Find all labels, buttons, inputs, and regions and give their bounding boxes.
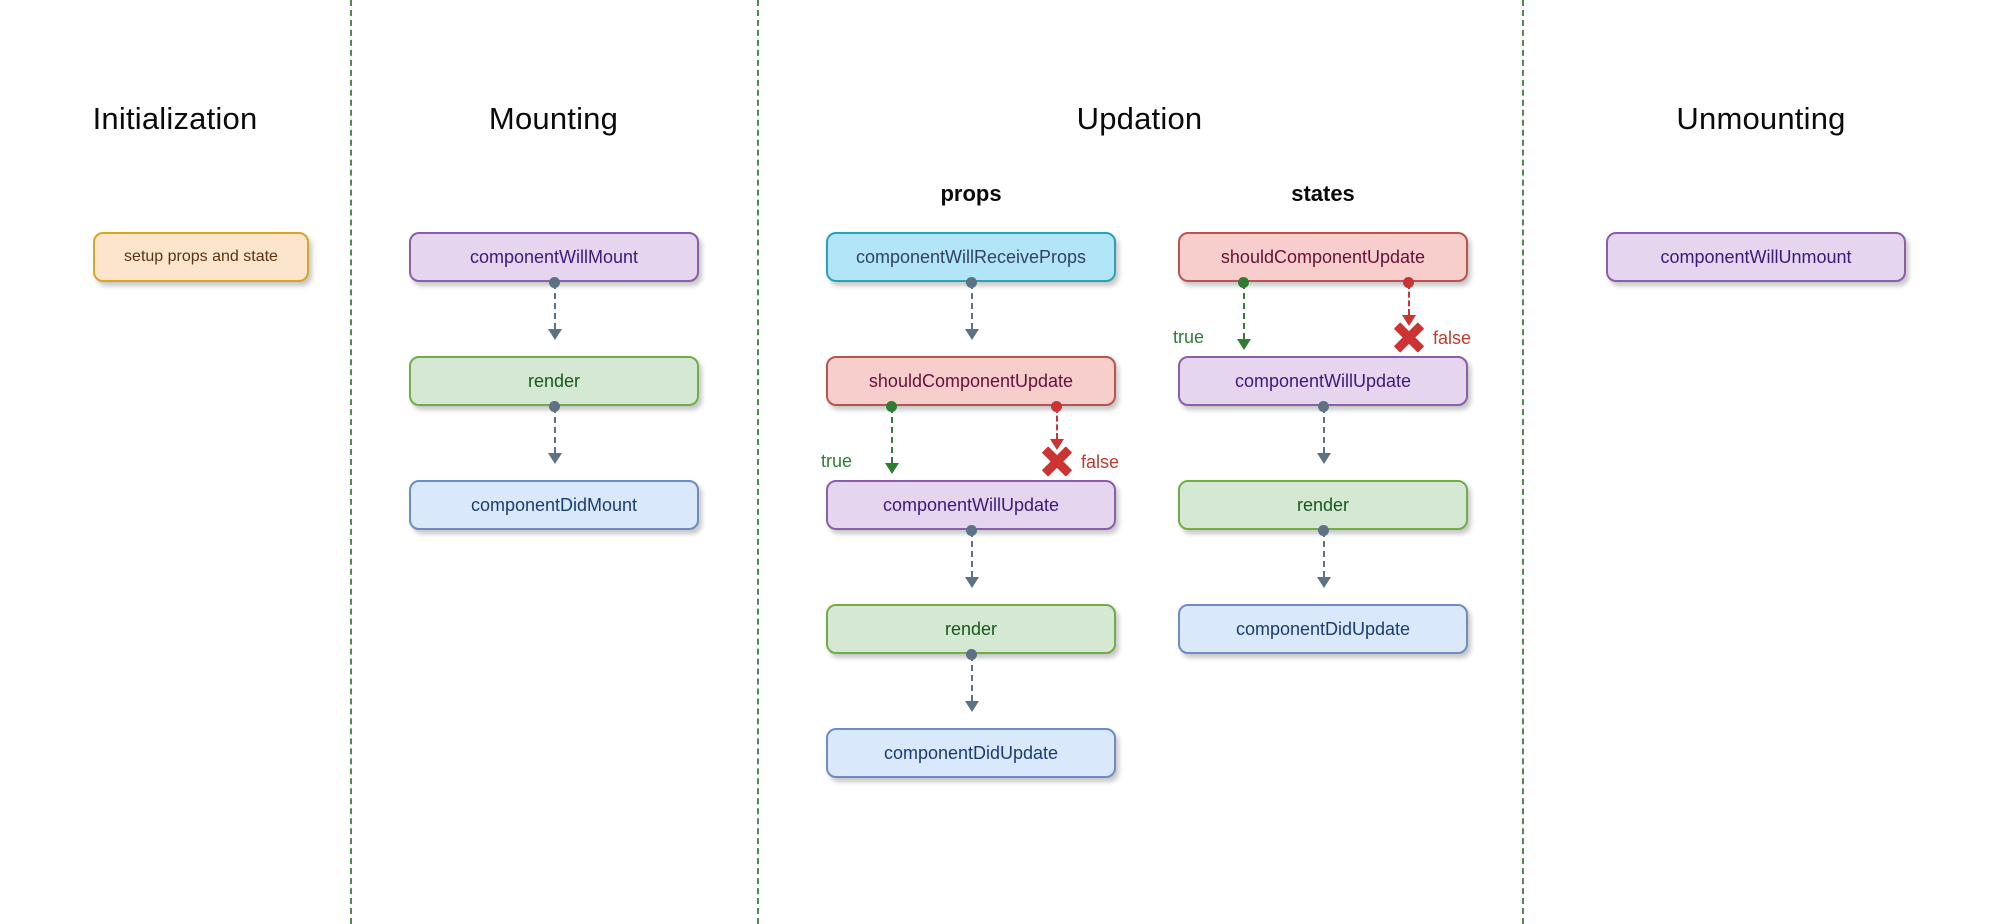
branch-dot-true: [886, 401, 897, 412]
branch-dot-false: [1403, 277, 1414, 288]
section-title-initialization: Initialization: [92, 101, 258, 136]
connector-dot: [549, 277, 560, 288]
connector-dot: [1318, 401, 1329, 412]
divider-initialization-mounting: [350, 0, 352, 924]
connector-dot: [966, 277, 977, 288]
branch-dot-false: [1051, 401, 1062, 412]
connector-arrowhead: [1317, 453, 1331, 464]
node-props-should-component-update[interactable]: shouldComponentUpdate: [826, 356, 1116, 406]
divider-updation-unmounting: [1522, 0, 1524, 924]
branch-arrowhead-true: [1237, 339, 1251, 350]
node-mounting-render[interactable]: render: [409, 356, 699, 406]
node-setup-props-and-state[interactable]: setup props and state: [93, 232, 309, 282]
connector-line: [554, 283, 556, 329]
connector-arrowhead: [965, 701, 979, 712]
node-props-component-will-update[interactable]: componentWillUpdate: [826, 480, 1116, 530]
node-component-did-mount[interactable]: componentDidMount: [409, 480, 699, 530]
connector-dot: [1318, 525, 1329, 536]
connector-line: [1323, 407, 1325, 453]
connector-arrowhead: [965, 577, 979, 588]
branch-dot-true: [1238, 277, 1249, 288]
node-states-component-did-update[interactable]: componentDidUpdate: [1178, 604, 1468, 654]
branch-label-true: true: [1173, 327, 1205, 347]
node-props-render[interactable]: render: [826, 604, 1116, 654]
connector-line: [554, 407, 556, 453]
blocked-x-icon: [1392, 320, 1426, 354]
connector-arrowhead: [965, 329, 979, 340]
blocked-x-icon: [1040, 444, 1074, 478]
node-component-will-mount[interactable]: componentWillMount: [409, 232, 699, 282]
node-states-component-will-update[interactable]: componentWillUpdate: [1178, 356, 1468, 406]
connector-dot: [966, 649, 977, 660]
branch-line-true: [891, 407, 893, 463]
branch-line-false: [1056, 407, 1058, 439]
connector-line: [971, 531, 973, 577]
branch-line-true: [1243, 283, 1245, 339]
node-props-component-did-update[interactable]: componentDidUpdate: [826, 728, 1116, 778]
connector-line: [971, 655, 973, 701]
branch-label-false: false: [1433, 328, 1472, 348]
node-states-should-component-update[interactable]: shouldComponentUpdate: [1178, 232, 1468, 282]
branch-line-false: [1408, 283, 1410, 315]
connector-arrowhead: [548, 453, 562, 464]
connector-line: [971, 283, 973, 329]
branch-label-false: false: [1081, 452, 1120, 472]
subsection-title-states: states: [1291, 181, 1355, 206]
connector-arrowhead: [1317, 577, 1331, 588]
section-title-unmounting: Unmounting: [1676, 101, 1846, 136]
connector-dot: [966, 525, 977, 536]
divider-mounting-updation: [757, 0, 759, 924]
connector-line: [1323, 531, 1325, 577]
connector-arrowhead: [548, 329, 562, 340]
branch-arrowhead-false: [1402, 315, 1416, 326]
section-title-mounting: Mounting: [488, 101, 619, 136]
node-states-render[interactable]: render: [1178, 480, 1468, 530]
connector-dot: [549, 401, 560, 412]
node-component-will-unmount[interactable]: componentWillUnmount: [1606, 232, 1906, 282]
node-component-will-receive-props[interactable]: componentWillReceiveProps: [826, 232, 1116, 282]
branch-label-true: true: [821, 451, 853, 471]
subsection-title-props: props: [940, 181, 1002, 206]
branch-arrowhead-true: [885, 463, 899, 474]
branch-arrowhead-false: [1050, 439, 1064, 450]
section-title-updation: Updation: [1076, 101, 1203, 136]
